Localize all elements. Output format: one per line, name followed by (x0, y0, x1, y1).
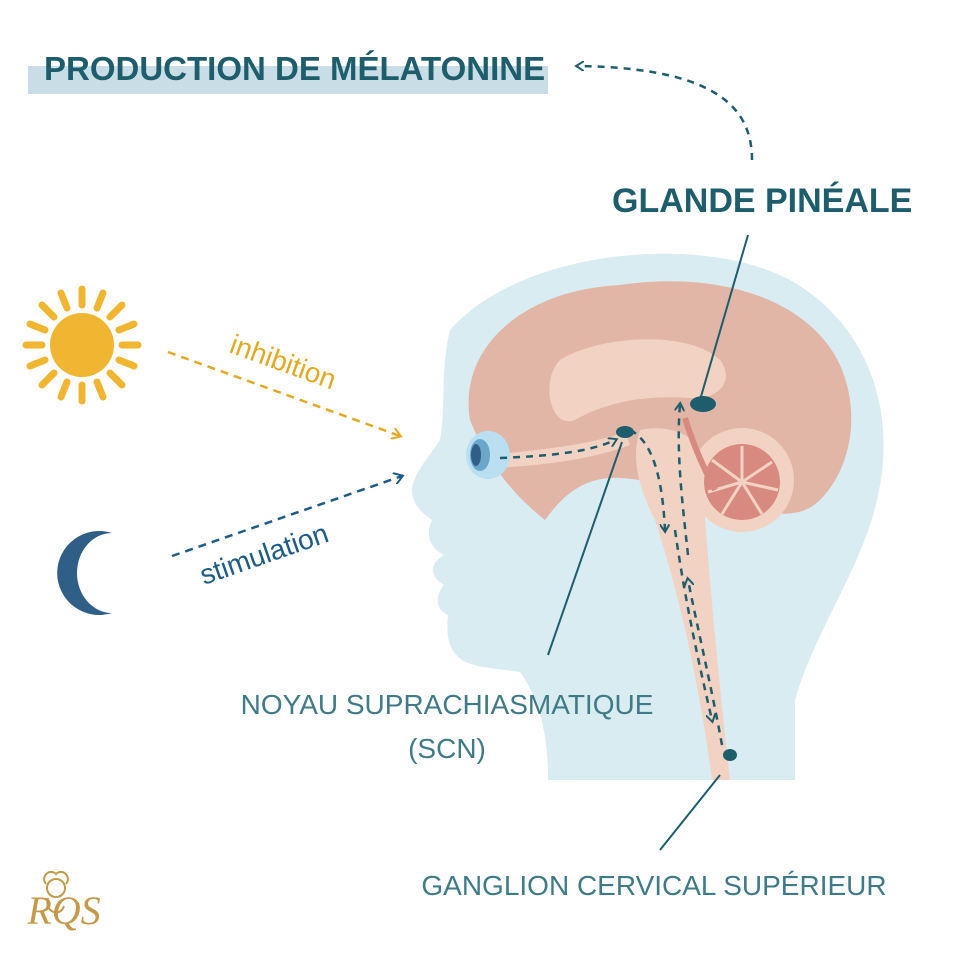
cerebellum-folds (707, 446, 779, 515)
optic-nerve (488, 432, 630, 468)
stimulation-label: stimulation (196, 517, 333, 590)
scn-label-line2: (SCN) (408, 733, 486, 764)
stimulation-arrow: stimulation (171, 476, 402, 591)
title-highlight (28, 66, 548, 94)
lion-logo-icon (43, 870, 69, 914)
ganglion-label: GANGLION CERVICAL SUPÉRIEUR (421, 870, 886, 901)
brain (468, 281, 852, 780)
eye-icon (466, 431, 510, 479)
scn-leader-line (547, 441, 623, 656)
pineal-gland-dot (690, 396, 716, 412)
pineal-gland-label: GLANDE PINÉALE (612, 182, 912, 220)
moon-icon (57, 531, 112, 615)
leader-lines (547, 234, 749, 851)
logo-text: RQS (26, 888, 100, 933)
inhibition-arrow: inhibition (167, 328, 400, 436)
inhibition-label: inhibition (226, 328, 340, 395)
nerve-pathway (499, 66, 754, 746)
spinal-cord (635, 428, 730, 780)
scn-label-line1: NOYAU SUPRACHIASMATIQUE (241, 689, 654, 720)
page-title: PRODUCTION DE MÉLATONINE (44, 50, 545, 87)
brainstem-tract (682, 417, 718, 492)
rqs-logo: RQS (26, 870, 101, 933)
sun-icon (22, 285, 142, 405)
ganglion-dot (723, 749, 737, 761)
ganglion-leader-line (659, 774, 721, 851)
pineal-leader-line (699, 234, 749, 401)
scn-nucleus (616, 426, 634, 438)
title-banner: PRODUCTION DE MÉLATONINE (28, 50, 548, 94)
brain-inner-region (549, 339, 726, 422)
